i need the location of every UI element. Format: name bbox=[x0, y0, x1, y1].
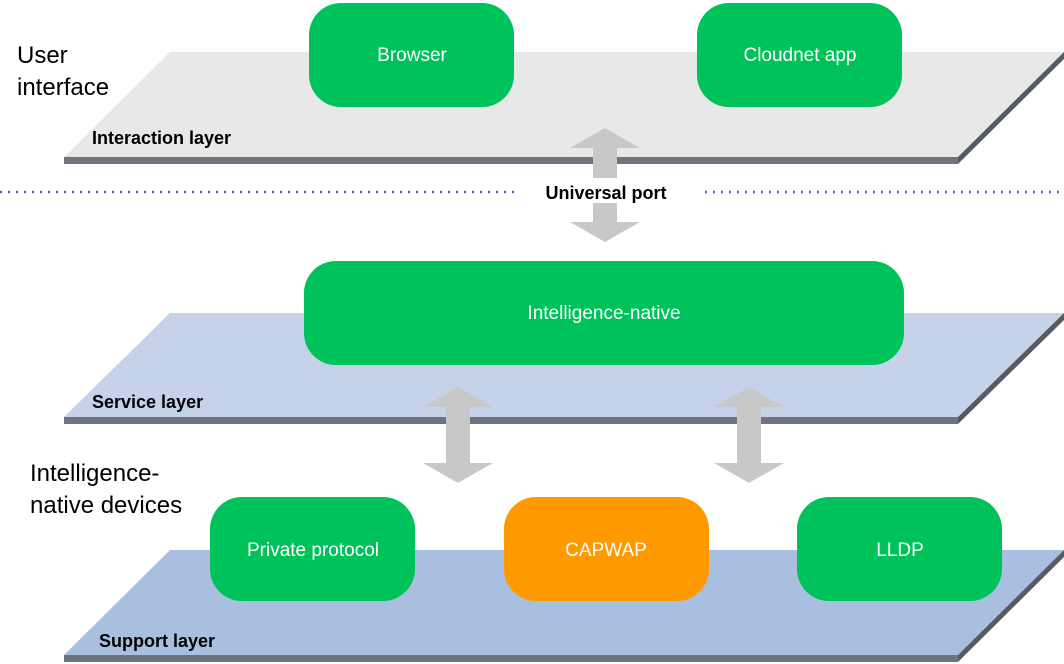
svg-text:Browser: Browser bbox=[377, 45, 447, 66]
devices-section-label: Intelligence- native devices bbox=[30, 460, 183, 519]
svg-text:Private protocol: Private protocol bbox=[247, 540, 379, 561]
svg-text:Cloudnet app: Cloudnet app bbox=[743, 45, 856, 66]
double-arrow-icon bbox=[423, 387, 493, 483]
service-layer-label: Service layer bbox=[92, 392, 203, 412]
interaction-layer-label: Interaction layer bbox=[92, 128, 231, 148]
capwap-node: CAPWAP bbox=[504, 497, 709, 601]
interaction-layer-plane: Interaction layer bbox=[64, 52, 1064, 164]
svg-text:LLDP: LLDP bbox=[876, 540, 924, 561]
universal-port-label: Universal port bbox=[545, 183, 666, 203]
user-interface-section-label: User interface bbox=[17, 42, 110, 101]
svg-text:Intelligence-native: Intelligence-native bbox=[527, 303, 680, 324]
intelligence-native-node: Intelligence-native bbox=[304, 261, 904, 365]
svg-text:CAPWAP: CAPWAP bbox=[565, 540, 647, 561]
cloudnet-app-node: Cloudnet app bbox=[697, 3, 902, 107]
universal-port-connector: Universal port bbox=[545, 128, 667, 242]
support-layer-label: Support layer bbox=[99, 631, 215, 651]
double-arrow-left bbox=[423, 387, 493, 483]
lldp-node: LLDP bbox=[797, 497, 1002, 601]
double-arrow-icon bbox=[714, 387, 784, 483]
up-arrow-icon bbox=[570, 128, 640, 178]
down-arrow-icon bbox=[570, 203, 640, 242]
private-protocol-node: Private protocol bbox=[210, 497, 415, 601]
double-arrow-right bbox=[714, 387, 784, 483]
browser-node: Browser bbox=[309, 3, 514, 107]
